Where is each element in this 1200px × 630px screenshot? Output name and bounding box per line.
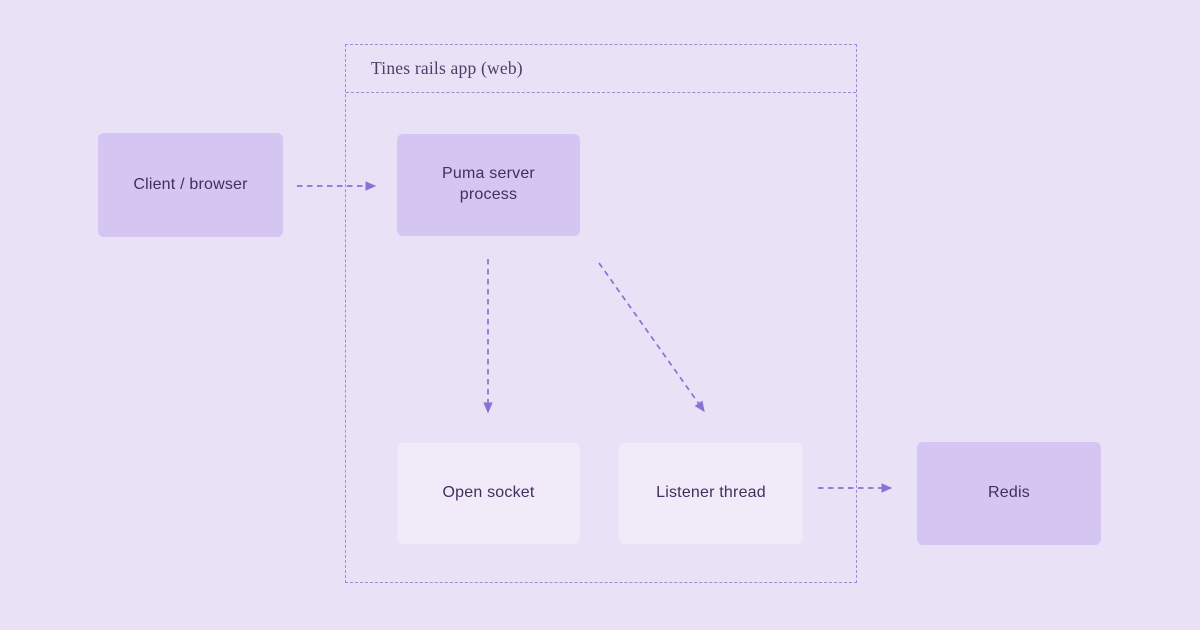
node-puma-server-process: Puma server process <box>397 134 580 236</box>
node-listener-thread-label: Listener thread <box>656 484 766 502</box>
node-open-socket-label: Open socket <box>442 484 535 502</box>
node-client-browser: Client / browser <box>98 133 283 237</box>
node-client-browser-label: Client / browser <box>133 175 248 193</box>
node-redis: Redis <box>917 442 1101 545</box>
node-redis-label: Redis <box>988 484 1030 502</box>
group-header: Tines rails app (web) <box>346 45 856 93</box>
node-listener-thread: Listener thread <box>619 443 803 544</box>
group-title: Tines rails app (web) <box>371 58 523 78</box>
node-puma-server-process-label: Puma server process <box>442 165 535 203</box>
group-container-tines-rails-app: Tines rails app (web) <box>345 44 857 583</box>
node-open-socket: Open socket <box>397 443 580 544</box>
